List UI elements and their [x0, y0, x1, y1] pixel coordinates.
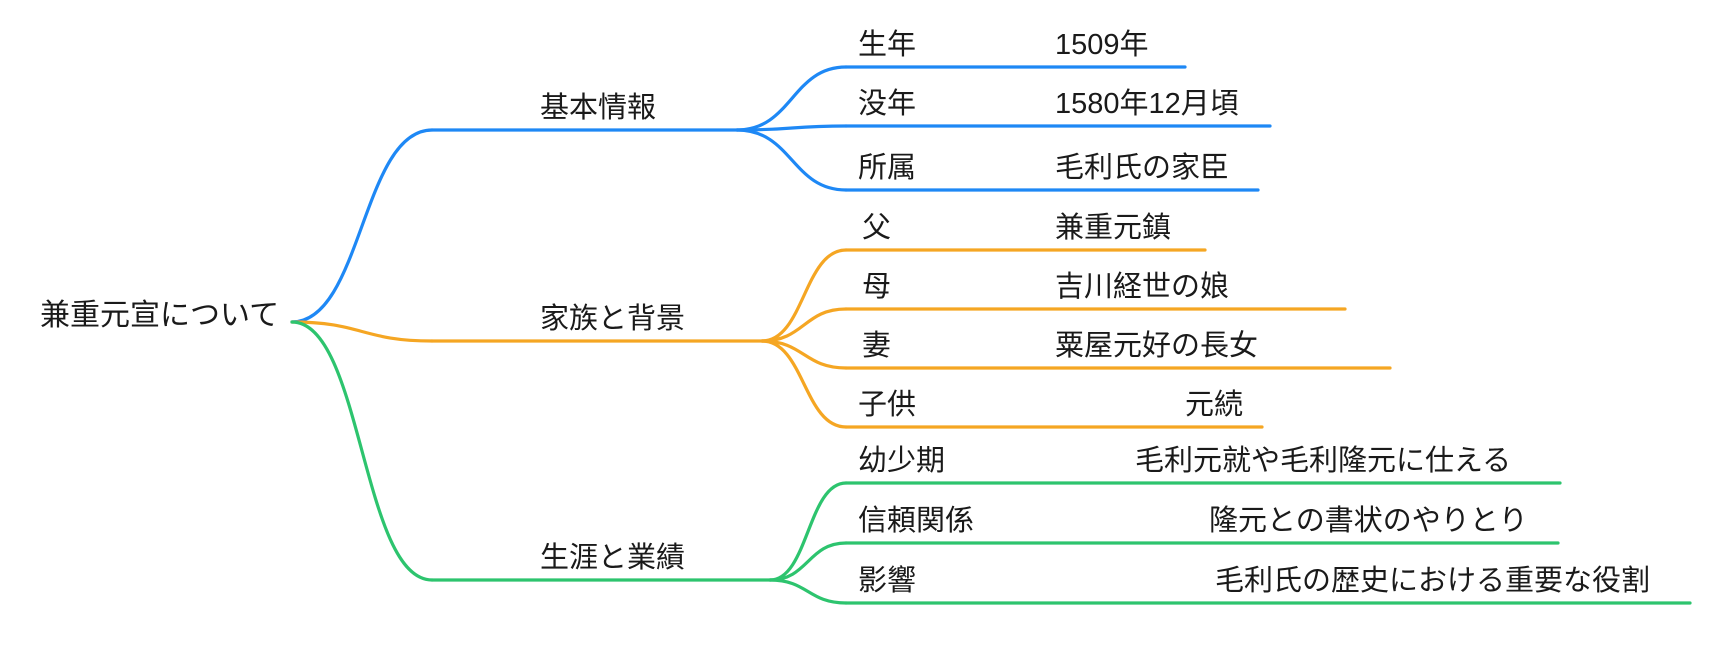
link-basic-row1 [735, 124, 848, 132]
node-value[interactable]: 1509年 [1055, 29, 1149, 61]
link-life-row1 [768, 541, 848, 582]
branch-node-life[interactable]: 生涯と業績 [540, 542, 686, 574]
node-value[interactable]: 毛利氏の家臣 [1055, 152, 1230, 184]
node-key[interactable]: 所属 [858, 152, 917, 184]
node-key[interactable]: 没年 [858, 88, 917, 120]
link-family-row3 [760, 339, 848, 429]
node-key[interactable]: 影響 [858, 565, 917, 597]
node-key[interactable]: 父 [862, 212, 892, 244]
node-key[interactable]: 幼少期 [858, 445, 946, 477]
link-family-row1 [760, 307, 848, 343]
root-node[interactable]: 兼重元宣について [40, 299, 280, 332]
node-value[interactable]: 兼重元鎮 [1055, 212, 1172, 244]
link-basic-row0 [735, 65, 848, 132]
link-root-family [290, 320, 434, 343]
link-root-basic [290, 128, 434, 324]
link-family-row2 [760, 339, 848, 370]
link-life-row0 [768, 481, 848, 582]
node-value[interactable]: 元続 [1185, 389, 1244, 421]
branch-node-family[interactable]: 家族と背景 [540, 303, 686, 335]
node-value[interactable]: 毛利元就や毛利隆元に仕える [1135, 445, 1512, 477]
node-value[interactable]: 1580年12月頃 [1055, 88, 1239, 120]
branch-node-basic[interactable]: 基本情報 [540, 92, 657, 124]
link-family-row0 [760, 248, 848, 343]
node-key[interactable]: 子供 [858, 389, 917, 421]
link-life-row2 [768, 578, 848, 605]
node-key[interactable]: 妻 [862, 330, 892, 362]
node-value[interactable]: 隆元との書状のやりとり [1209, 505, 1528, 537]
node-key[interactable]: 生年 [858, 29, 917, 61]
node-value[interactable]: 毛利氏の歴史における重要な役割 [1215, 565, 1651, 597]
node-value[interactable]: 吉川経世の娘 [1055, 271, 1230, 303]
node-key[interactable]: 母 [862, 271, 892, 303]
node-value[interactable]: 粟屋元好の長女 [1055, 330, 1259, 362]
link-basic-row2 [735, 128, 848, 192]
link-root-life [290, 320, 434, 582]
node-key[interactable]: 信頼関係 [858, 505, 975, 537]
